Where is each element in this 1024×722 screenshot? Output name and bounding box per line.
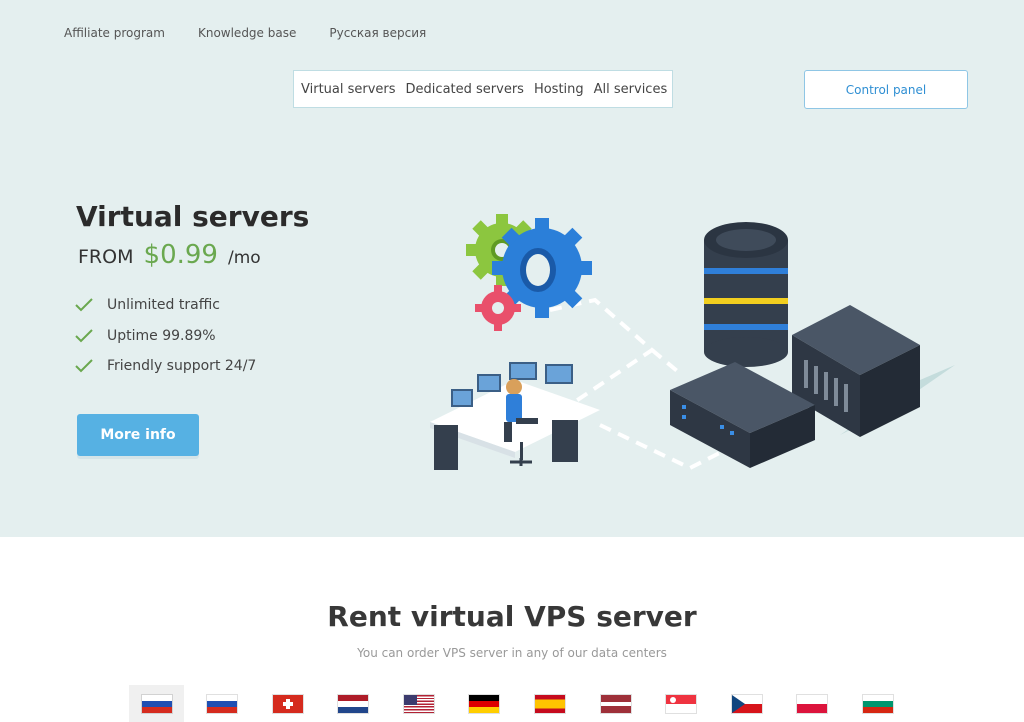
price-prefix: FROM [78, 246, 134, 268]
datacenter-germany[interactable] [457, 685, 512, 722]
price-suffix: /mo [228, 248, 261, 268]
price-value: $0.99 [143, 240, 218, 270]
feature-label: Uptime 99.89% [107, 327, 216, 344]
datacenter-switzerland[interactable] [260, 685, 315, 722]
germany-flag-icon [469, 694, 500, 713]
datacenter-latvia[interactable] [588, 685, 643, 722]
feature-label: Unlimited traffic [107, 297, 220, 314]
feature-item: Uptime 99.89% [74, 321, 256, 352]
pink-gear-icon [475, 285, 521, 331]
russia-flag-icon [207, 694, 238, 713]
workstation-icon [430, 362, 600, 470]
russia-flag-icon [141, 694, 172, 713]
top-links: Affiliate program Knowledge base Русская в… [64, 26, 459, 40]
tower-server-icon [792, 305, 955, 437]
datacenter-usa[interactable] [391, 685, 446, 722]
datacenter-bulgaria[interactable] [851, 685, 906, 722]
nav-all-services[interactable]: All services [593, 81, 668, 97]
feature-item: Unlimited traffic [74, 290, 256, 321]
hero-illustration [430, 214, 955, 471]
latvia-flag-icon [600, 694, 631, 713]
control-panel-button[interactable]: Control panel [804, 70, 968, 109]
datacenter-spain[interactable] [523, 685, 578, 722]
section-title: Rent virtual VPS server [327, 600, 697, 633]
czech-republic-flag-icon [731, 694, 762, 713]
datacenter-flags [129, 685, 916, 722]
price-line: FROM $0.99 /mo [78, 240, 261, 270]
affiliate-program-link[interactable]: Affiliate program [64, 26, 165, 40]
section-subtitle: You can order VPS server in any of our d… [357, 646, 667, 660]
switzerland-flag-icon [272, 694, 303, 713]
nav-dedicated-servers[interactable]: Dedicated servers [405, 81, 524, 97]
russian-version-link[interactable]: Русская версия [329, 26, 427, 40]
datacenter-russia-2[interactable] [195, 685, 250, 722]
more-info-button[interactable]: More info [77, 414, 199, 456]
netherlands-flag-icon [338, 694, 369, 713]
datacenter-czech-republic[interactable] [719, 685, 774, 722]
knowledge-base-link[interactable]: Knowledge base [197, 26, 297, 40]
blue-gear-icon [492, 218, 592, 318]
bulgaria-flag-icon [863, 694, 894, 713]
datacenter-singapore[interactable] [654, 685, 709, 722]
singapore-flag-icon [666, 694, 697, 713]
check-icon [75, 329, 93, 343]
poland-flag-icon [797, 694, 828, 713]
spain-flag-icon [535, 694, 566, 713]
nav-hosting[interactable]: Hosting [533, 81, 584, 97]
feature-label: Friendly support 24/7 [107, 358, 257, 375]
check-icon [75, 298, 93, 312]
database-icon [704, 222, 788, 367]
main-nav: Virtual servers Dedicated servers Hostin… [293, 70, 673, 108]
hero-title: Virtual servers [76, 200, 310, 233]
nav-virtual-servers[interactable]: Virtual servers [301, 81, 396, 97]
datacenter-netherlands[interactable] [326, 685, 381, 722]
usa-flag-icon [403, 694, 434, 713]
datacenter-poland[interactable] [785, 685, 840, 722]
rack-server-icon [670, 362, 815, 468]
check-icon [75, 359, 93, 373]
datacenter-russia[interactable] [129, 685, 184, 722]
feature-item: Friendly support 24/7 [74, 351, 256, 382]
feature-list: Unlimited traffic Uptime 99.89% Friendly… [74, 290, 256, 382]
